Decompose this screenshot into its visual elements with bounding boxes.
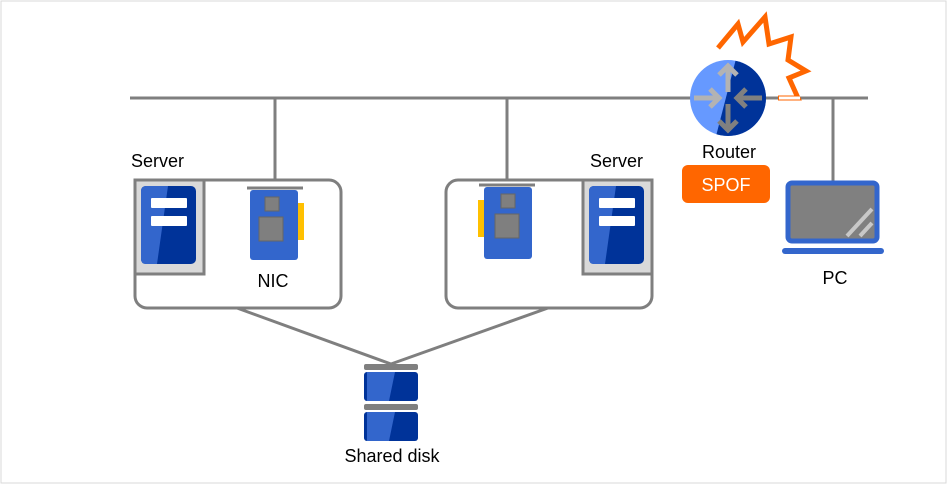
nic-icon bbox=[478, 183, 535, 259]
spof-badge bbox=[682, 165, 770, 203]
pc-laptop-icon bbox=[782, 180, 884, 254]
left-disk-link bbox=[236, 306, 392, 366]
spof-badge-text: SPOF bbox=[701, 175, 750, 195]
server-left-label: Server bbox=[131, 151, 184, 171]
server-icon bbox=[589, 186, 644, 264]
right-disk-link bbox=[390, 306, 549, 366]
server-right-label: Server bbox=[590, 151, 643, 171]
server-icon bbox=[141, 186, 196, 264]
shared-disk-label: Shared disk bbox=[344, 446, 440, 466]
failure-lightning-icon bbox=[716, 11, 812, 101]
shared-disk-icon bbox=[364, 364, 418, 441]
router-label: Router bbox=[702, 142, 756, 162]
nic-label: NIC bbox=[258, 271, 289, 291]
nic-icon bbox=[247, 186, 304, 260]
right-server-group bbox=[444, 178, 654, 310]
pc-label: PC bbox=[822, 268, 847, 288]
left-server-group: NIC bbox=[133, 178, 343, 310]
